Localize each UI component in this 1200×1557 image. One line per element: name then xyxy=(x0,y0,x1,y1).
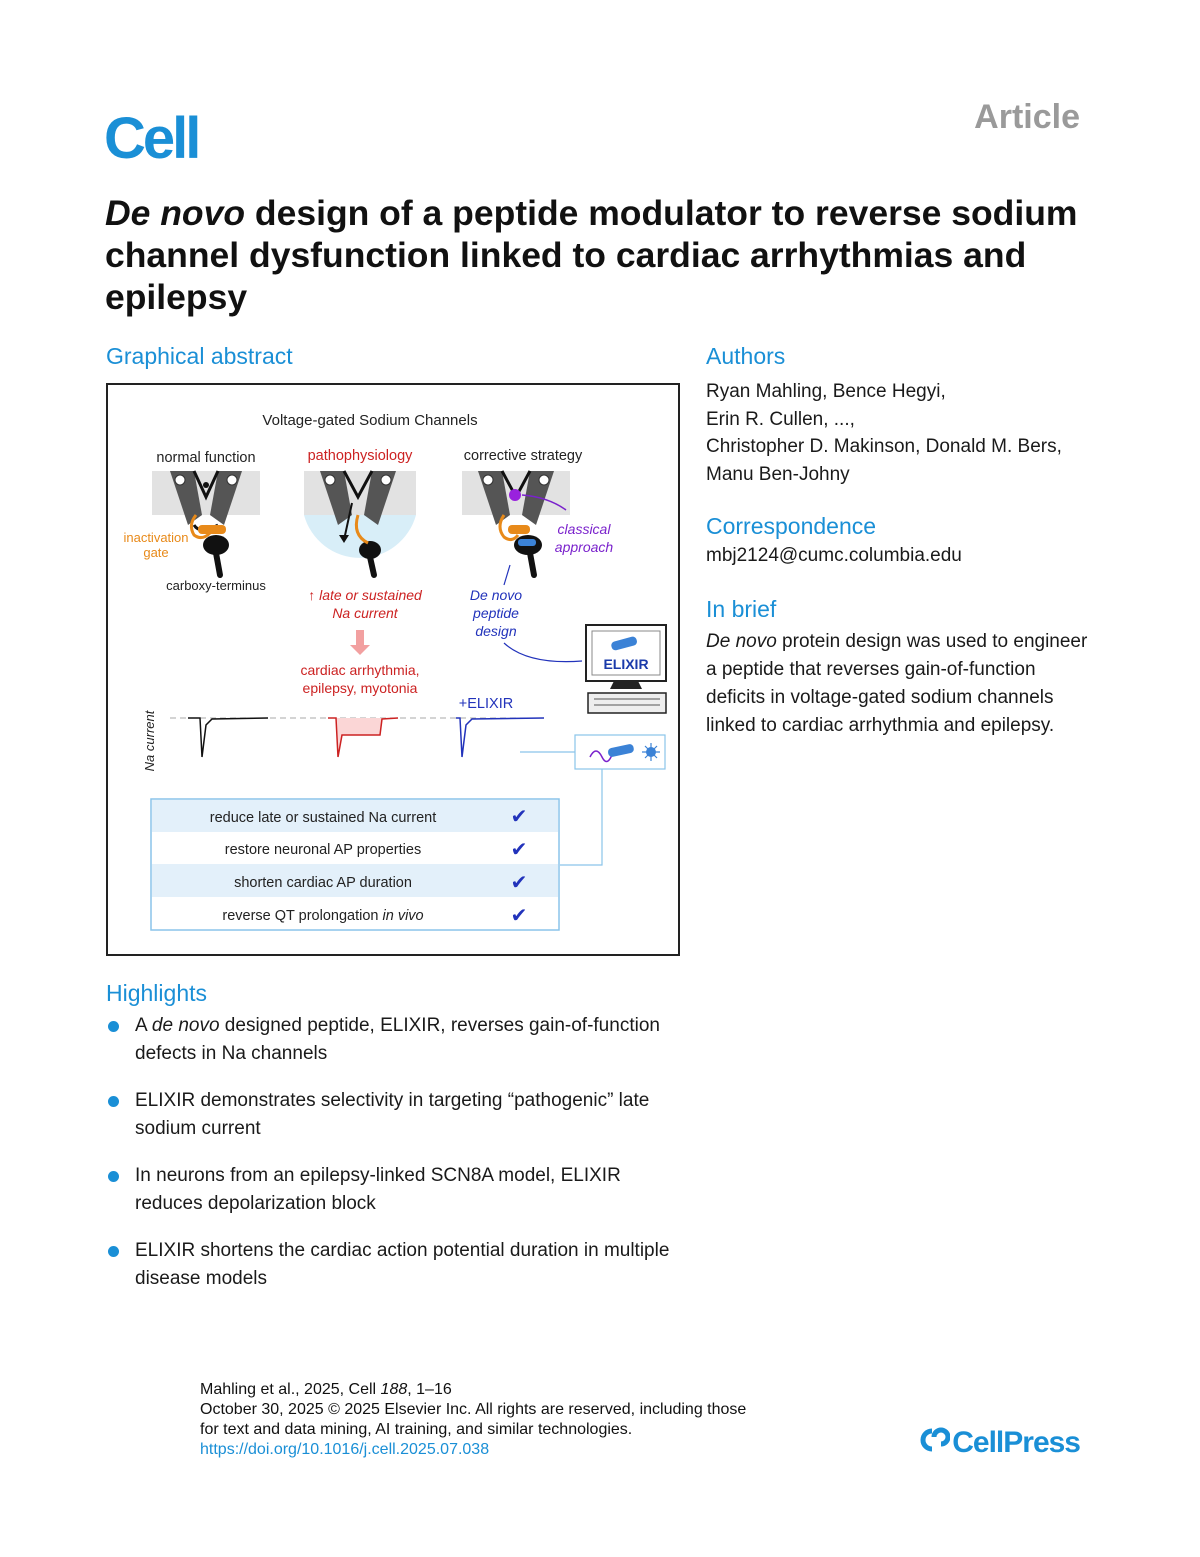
title-italic: De novo xyxy=(105,193,246,233)
denovo-label-2: peptide xyxy=(472,605,519,621)
graphical-abstract-figure: Voltage-gated Sodium Channels normal fun… xyxy=(123,412,667,931)
highlight-2: ELIXIR demonstrates selectivity in targe… xyxy=(135,1090,650,1139)
title-rest: design of a peptide modulator to reverse… xyxy=(105,193,1078,317)
citation-line: Mahling et al., 2025, Cell 188, 1–16 xyxy=(200,1380,746,1400)
graphical-abstract: Voltage-gated Sodium Channels normal fun… xyxy=(106,383,680,956)
disease-label: cardiac arrhythmia, xyxy=(300,662,419,678)
ga-panel-normal: normal function xyxy=(156,450,255,466)
inactivation-gate-label-2: gate xyxy=(143,545,168,560)
journal-logo: Cell xyxy=(104,106,201,171)
late-current-label-2: Na current xyxy=(332,605,398,621)
denovo-label-3: design xyxy=(475,623,516,639)
highlight-3: In neurons from an epilepsy-linked SCN8A… xyxy=(135,1165,621,1214)
virus-icon xyxy=(642,743,660,761)
cellpress-logo: CellPress xyxy=(918,1426,1081,1460)
patho-glow-lower xyxy=(304,515,416,550)
authors-line: Manu Ben-Johny xyxy=(706,463,850,485)
channel-normal-icon xyxy=(170,470,242,578)
graphical-abstract-heading: Graphical abstract xyxy=(106,343,293,369)
ga-top-label: Voltage-gated Sodium Channels xyxy=(262,412,477,429)
late-current-text: late or sustained xyxy=(319,587,423,603)
in-brief-body: protein design was used to engineer a pe… xyxy=(706,631,1088,736)
table-row xyxy=(152,800,558,832)
carboxy-terminus-label: carboxy-terminus xyxy=(166,578,266,593)
highlight-1-italic: de novo xyxy=(151,1015,220,1036)
channel-corrective-icon xyxy=(478,470,567,578)
table-row-4-text: reverse QT prolongation xyxy=(222,908,378,924)
bullet-icon xyxy=(108,1096,119,1107)
bullet-icon xyxy=(108,1171,119,1182)
trace-elixir xyxy=(456,717,545,758)
check-icon: ✔ xyxy=(511,905,528,927)
correspondence-email[interactable]: mbj2124@cumc.columbia.edu xyxy=(706,545,962,566)
highlight-item: In neurons from an epilepsy-linked SCN8A… xyxy=(105,1162,675,1218)
late-current-label: ↑ late or sustained xyxy=(308,587,423,603)
table-row-2: restore neuronal AP properties xyxy=(225,842,421,858)
highlights-heading: Highlights xyxy=(106,980,207,1006)
bullet-icon xyxy=(108,1021,119,1032)
peptide-icon xyxy=(607,744,634,757)
highlight-item: ELIXIR shortens the cardiac action poten… xyxy=(105,1237,675,1293)
authors-list: Ryan Mahling, Bence Hegyi, Erin R. Culle… xyxy=(706,378,1106,488)
paper-title: De novo design of a peptide modulator to… xyxy=(105,192,1095,318)
down-arrow-icon xyxy=(350,630,370,655)
membrane-normal xyxy=(152,471,260,515)
table-row-3: shorten cardiac AP duration xyxy=(234,875,412,891)
citation-pre: Mahling et al., 2025, Cell xyxy=(200,1381,381,1398)
authors-heading: Authors xyxy=(706,343,786,369)
cellpress-text: CellPress xyxy=(952,1426,1081,1459)
highlight-item: A de novo designed peptide, ELIXIR, reve… xyxy=(105,1012,675,1068)
article-type-label: Article xyxy=(974,98,1080,136)
connector-2 xyxy=(560,769,603,866)
citation-volume: 188 xyxy=(380,1381,408,1398)
elixir-screen-label: ELIXIR xyxy=(603,656,648,672)
inactivation-gate-label: inactivation xyxy=(123,530,188,545)
check-icon: ✔ xyxy=(511,806,528,828)
in-brief-italic: De novo xyxy=(706,631,777,652)
design-curve xyxy=(503,642,583,663)
correspondence-heading: Correspondence xyxy=(706,513,877,539)
classical-approach-label: classical xyxy=(558,521,612,537)
outcomes-table: reduce late or sustained Na current rest… xyxy=(150,798,560,931)
trace-patho xyxy=(328,717,399,758)
authors-line: Erin R. Cullen, ..., xyxy=(706,408,855,430)
in-brief-text: De novo protein design was used to engin… xyxy=(706,628,1091,740)
highlight-1-pre: A xyxy=(135,1015,152,1036)
copyright-line-2: for text and data mining, AI training, a… xyxy=(200,1421,633,1438)
check-icon: ✔ xyxy=(511,839,528,861)
table-row-1: reduce late or sustained Na current xyxy=(210,810,437,826)
ga-panel-corrective: corrective strategy xyxy=(464,448,583,464)
authors-line: Ryan Mahling, Bence Hegyi, xyxy=(706,381,946,402)
table-row xyxy=(152,864,558,897)
computer-icon xyxy=(585,624,667,714)
table-row-4: reverse QT prolongation in vivo xyxy=(222,908,423,924)
plus-elixir-label: +ELIXIR xyxy=(459,696,513,712)
denovo-label: De novo xyxy=(470,587,522,603)
copyright-line: October 30, 2025 © 2025 Elsevier Inc. Al… xyxy=(200,1401,747,1418)
helix-icon xyxy=(589,748,615,763)
disease-label-2: epilepsy, myotonia xyxy=(303,680,418,696)
footer-citation: Mahling et al., 2025, Cell 188, 1–16 Oct… xyxy=(200,1380,746,1460)
classical-approach-label-2: approach xyxy=(555,539,614,555)
doi-link[interactable]: https://doi.org/10.1016/j.cell.2025.07.0… xyxy=(200,1441,490,1458)
cellpress-icon xyxy=(920,1427,951,1452)
citation-post: , 1–16 xyxy=(407,1381,452,1398)
highlight-4: ELIXIR shortens the cardiac action poten… xyxy=(135,1240,670,1289)
check-icon: ✔ xyxy=(511,872,528,894)
table-row-4-italic: in vivo xyxy=(383,908,424,924)
design-arrow xyxy=(503,564,511,586)
bullet-icon xyxy=(108,1246,119,1257)
highlight-item: ELIXIR demonstrates selectivity in targe… xyxy=(105,1087,675,1143)
in-brief-heading: In brief xyxy=(706,596,777,622)
trace-normal xyxy=(188,717,269,758)
na-current-axis-label: Na current xyxy=(142,709,157,771)
highlight-1-post: designed peptide, ELIXIR, reverses gain-… xyxy=(135,1015,660,1064)
authors-line: Christopher D. Makinson, Donald M. Bers, xyxy=(706,436,1062,457)
channel-patho-icon xyxy=(320,470,396,578)
ga-panel-patho: pathophysiology xyxy=(308,448,414,464)
